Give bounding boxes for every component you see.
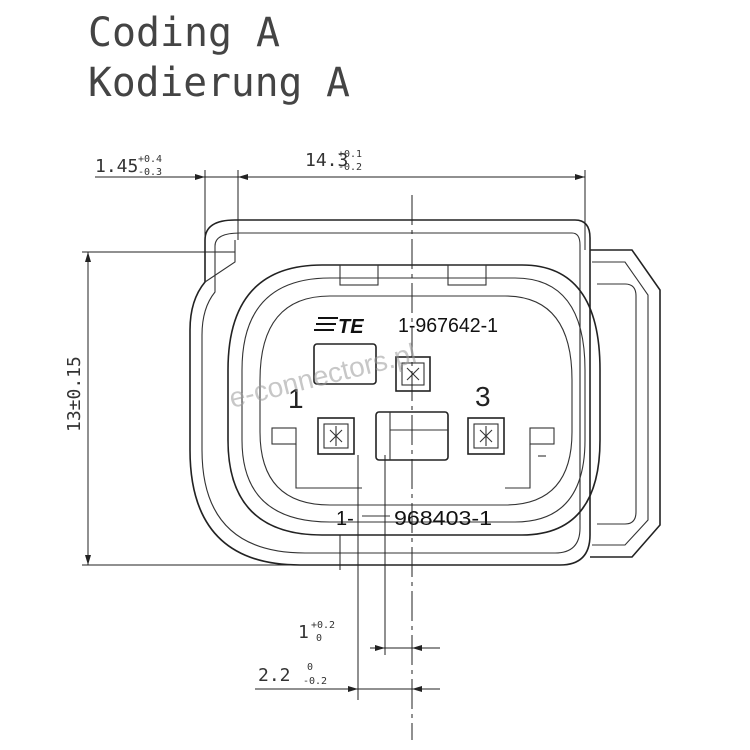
key-width-value: 1 bbox=[298, 622, 309, 643]
pin-cavity-1 bbox=[317, 417, 355, 455]
pin-label-3: 3 bbox=[475, 381, 491, 412]
left-offset-value: 1.45 bbox=[95, 156, 138, 177]
te-logo-stripes bbox=[314, 317, 338, 331]
top-dimensions bbox=[95, 170, 586, 280]
key-offset-value: 2.2 bbox=[258, 665, 291, 686]
key-width-tol-upper: +0.2 bbox=[311, 620, 335, 631]
te-logo: TE bbox=[338, 316, 364, 338]
key-offset-tol-lower: -0.2 bbox=[303, 676, 327, 687]
title-line-1: Coding A bbox=[88, 10, 280, 56]
connector-housing bbox=[189, 219, 661, 566]
height-value: 13±0.15 bbox=[64, 356, 85, 432]
pin-cavity-3 bbox=[467, 417, 505, 455]
lower-part-prefix: 1- bbox=[336, 508, 354, 530]
pin-label-1: 1 bbox=[288, 383, 304, 414]
bottom-dimensions bbox=[255, 455, 440, 700]
left-offset-tol-lower: -0.3 bbox=[138, 167, 162, 178]
coding-elements bbox=[313, 343, 449, 461]
left-offset-tol-upper: +0.4 bbox=[138, 154, 162, 165]
watermark: e-connectors.pl bbox=[226, 337, 419, 413]
title-line-2: Kodierung A bbox=[88, 60, 350, 106]
key-offset-tol-upper: 0 bbox=[307, 662, 313, 673]
width-value: 14.3 bbox=[305, 150, 348, 171]
width-tol-upper: +0.1 bbox=[338, 149, 362, 160]
lower-part-number: 968403-1 bbox=[394, 508, 492, 530]
upper-part-number: 1-967642-1 bbox=[398, 315, 498, 337]
width-tol-lower: -0.2 bbox=[338, 162, 362, 173]
key-width-tol-lower: 0 bbox=[316, 633, 322, 644]
connector-cavity bbox=[227, 264, 601, 536]
